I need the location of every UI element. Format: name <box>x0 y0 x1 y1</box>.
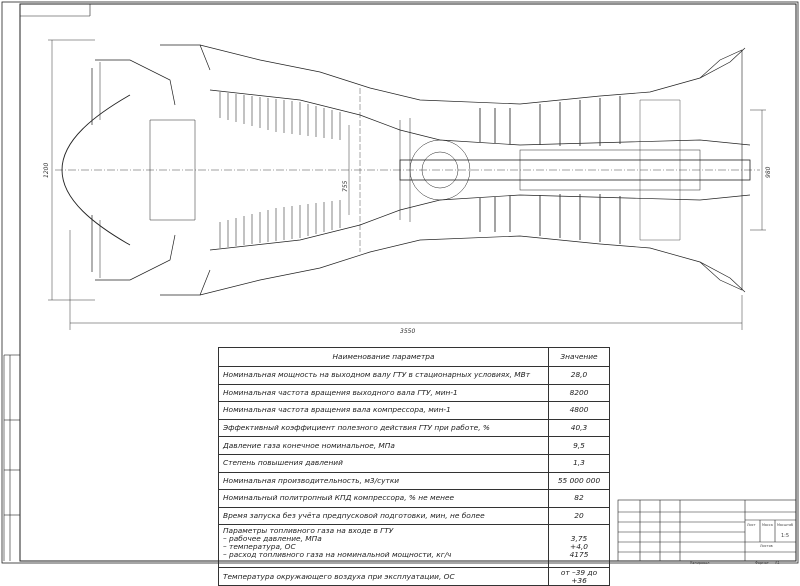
param-name: Степень повышения давлений <box>218 453 549 473</box>
sheets-label: Листов <box>760 544 773 548</box>
table-row: Номинальная производительность, м3/сутки… <box>218 471 610 491</box>
dim-length: 3550 <box>400 328 415 335</box>
fuel-consumption: – расход топливного газа на номинальной … <box>223 550 452 560</box>
table-row: Температура окружающего воздуха при эксп… <box>218 567 610 586</box>
scale-value: 1:5 <box>781 533 789 539</box>
param-name: Время запуска без учёта предпусковой под… <box>218 506 549 526</box>
param-name: Номинальная мощность на выходном валу ГТ… <box>218 366 549 385</box>
dim-right: 980 <box>765 166 772 178</box>
mass-label: Масса <box>762 523 773 527</box>
dim-center: 755 <box>342 180 349 192</box>
table-row: Номинальная мощность на выходном валу ГТ… <box>218 366 610 385</box>
table-row: Время запуска без учёта предпусковой под… <box>218 506 610 526</box>
table-row-fuel: Параметры топливного газа на входе в ГТУ… <box>218 524 610 569</box>
param-name: Температура окружающего воздуха при эксп… <box>218 567 549 586</box>
table-row: Номинальная частота вращения вала компре… <box>218 401 610 420</box>
param-name: Номинальная частота вращения вала компре… <box>218 401 549 420</box>
header-value: Значение <box>548 347 610 367</box>
param-value: 40,3 <box>548 418 610 438</box>
compressor-blades <box>219 92 341 248</box>
dim-height: 1200 <box>43 163 50 178</box>
param-value: 9,5 <box>548 436 610 455</box>
table-row: Номинальный политропный КПД компрессора,… <box>218 489 610 508</box>
param-value: 1,3 <box>548 453 610 473</box>
param-value: 4800 <box>548 401 610 420</box>
format-label: Формат <box>755 561 769 565</box>
param-value: 8200 <box>548 383 610 403</box>
fuel-temperature: – температура, ОС <box>223 542 296 552</box>
table-header: Наименование параметра Значение <box>218 347 610 367</box>
fuel-pressure: – рабочее давление, МПа <box>223 534 322 544</box>
fuel-title: Параметры топливного газа на входе в ГТУ <box>223 526 394 536</box>
table-row: Номинальная частота вращения выходного в… <box>218 383 610 403</box>
dimension-lines <box>48 39 766 330</box>
turbine-blades <box>479 96 621 244</box>
fuel-params: Параметры топливного газа на входе в ГТУ… <box>218 524 549 569</box>
param-name: Номинальная производительность, м3/сутки <box>218 471 549 491</box>
fuel-consumption-value: 4175 <box>569 550 589 560</box>
copied-label: Копировал <box>690 561 709 565</box>
param-value: 28,0 <box>548 366 610 385</box>
param-name: Номинальная частота вращения выходного в… <box>218 383 549 403</box>
param-value: от –39 до +36 <box>548 567 610 586</box>
parameters-table: Наименование параметра Значение Номиналь… <box>218 347 610 586</box>
param-value: 55 000 000 <box>548 471 610 491</box>
fuel-values: 3,75 +4,0 4175 <box>548 524 610 569</box>
format-value: А1 <box>775 561 779 565</box>
table-row: Эффективный коэффициент полезного действ… <box>218 418 610 438</box>
header-name: Наименование параметра <box>218 347 549 367</box>
engine-section <box>61 44 751 296</box>
scale-label: Масштаб <box>777 523 793 527</box>
engine-drawing: 3550 1200 980 755 Лист Масса Масштаб 1:5… <box>1 1 799 565</box>
fuel-pressure-value: 3,75 <box>570 534 588 544</box>
param-value: 82 <box>548 489 610 508</box>
fuel-temperature-value: +4,0 <box>570 542 588 552</box>
sheet-label: Лист <box>747 523 756 527</box>
title-block <box>617 499 797 562</box>
param-name: Давление газа конечное номинальное, МПа <box>218 436 549 455</box>
param-value: 20 <box>548 506 610 526</box>
param-name: Эффективный коэффициент полезного действ… <box>218 418 549 438</box>
param-name: Номинальный политропный КПД компрессора,… <box>218 489 549 508</box>
